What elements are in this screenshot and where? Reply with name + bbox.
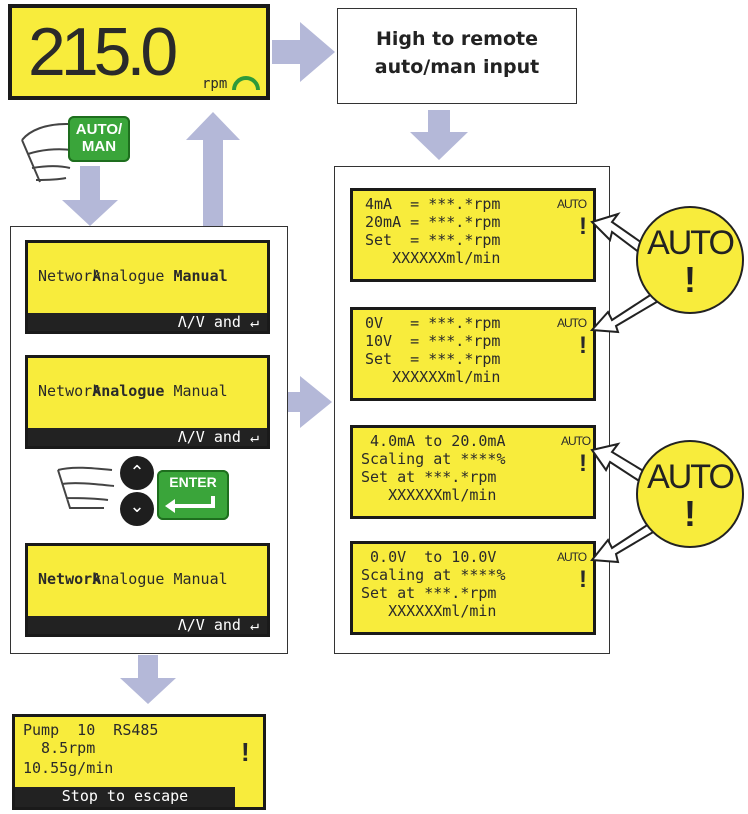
enter-button[interactable]: ENTER: [157, 470, 229, 520]
network-escape-bar: Stop to escape: [15, 787, 235, 807]
callout-bottom-mark: !: [684, 493, 696, 534]
speed-value: 215.0: [28, 14, 178, 90]
arrow-info-down: [410, 110, 468, 160]
network-line-2: 8.5rpm: [23, 739, 96, 757]
ma-scaling-line-1: 4.0mA to 20.0mA: [361, 432, 506, 450]
info-line-1: High to remote: [376, 28, 538, 50]
network-line-3: 10.55g/min: [23, 759, 114, 777]
info-line-2: auto/man input: [374, 56, 540, 78]
ma-line-1: 4mA = ***.*rpm: [365, 195, 501, 213]
ma-alert-mark: !: [579, 213, 587, 240]
ma-scaling-alert-mark: !: [579, 450, 587, 477]
network-alert-mark: !: [241, 737, 250, 767]
menu-3-network[interactable]: Network: [38, 570, 102, 588]
callout-bottom-label: AUTO: [647, 458, 735, 496]
menu-screen-analogue: Analogue Manual Network Λ/V and ↵: [25, 355, 270, 449]
ma-line-4: XXXXXXml/min: [365, 249, 501, 267]
volt-scaling-line-3: Set at ***.*rpm: [361, 584, 497, 602]
ma-line-2: 20mA = ***.*rpm: [365, 213, 501, 231]
auto-man-button[interactable]: AUTO/ MAN: [68, 116, 130, 162]
menu-2-nav-bar: Λ/V and ↵: [28, 428, 267, 446]
menu-1-network: Network: [38, 267, 102, 285]
ma-scaling-auto-tag: AUTO: [561, 434, 591, 448]
menu-3-analogue: Analogue: [92, 570, 165, 588]
auto-screen-volt-scaling: 0.0V to 10.0V Scaling at ****% Set at **…: [350, 541, 596, 635]
volt-line-3: Set = ***.*rpm: [365, 350, 501, 368]
arrow-top-right: [272, 22, 335, 82]
menu-3-manual: Manual: [173, 570, 228, 588]
volt-scaling-auto-tag: AUTO: [557, 550, 587, 564]
auto-man-label-1: AUTO/: [75, 121, 123, 138]
arrow-menu-up: [186, 112, 240, 226]
ma-auto-tag: AUTO: [557, 197, 587, 211]
speed-unit: rpm: [202, 76, 228, 92]
volt-line-4: XXXXXXml/min: [365, 368, 501, 386]
volt-line-2: 10V = ***.*rpm: [365, 332, 501, 350]
chevron-down-icon: ⌄: [129, 496, 145, 517]
arrow-menu-right: [274, 376, 332, 428]
volt-auto-tag: AUTO: [557, 316, 587, 330]
auto-man-label-2: MAN: [81, 138, 117, 155]
network-status-display: Pump 10 RS485 8.5rpm 10.55g/min ! Stop t…: [12, 714, 266, 810]
menu-2-analogue[interactable]: Analogue: [92, 382, 165, 400]
enter-return-icon: [165, 496, 215, 513]
volt-scaling-alert-mark: !: [579, 566, 587, 593]
enter-label: ENTER: [169, 474, 217, 490]
callout-auto-top: AUTO !: [636, 206, 744, 314]
auto-screen-ma-scaling: 4.0mA to 20.0mA Scaling at ****% Set at …: [350, 425, 596, 519]
info-box: High to remote auto/man input: [337, 8, 577, 104]
auto-screen-ma: 4mA = ***.*rpm 20mA = ***.*rpm Set = ***…: [350, 188, 596, 282]
menu-3-nav-bar: Λ/V and ↵: [28, 616, 267, 634]
network-line-1: Pump 10 RS485: [23, 721, 159, 739]
ma-line-3: Set = ***.*rpm: [365, 231, 501, 249]
auto-screen-volt: 0V = ***.*rpm 10V = ***.*rpm Set = ***.*…: [350, 307, 596, 401]
menu-2-network: Network: [38, 382, 102, 400]
menu-1-nav-bar: Λ/V and ↵: [28, 313, 267, 331]
volt-line-1: 0V = ***.*rpm: [365, 314, 501, 332]
menu-2-manual: Manual: [173, 382, 228, 400]
ma-scaling-line-3: Set at ***.*rpm: [361, 468, 497, 486]
volt-alert-mark: !: [579, 332, 587, 359]
menu-1-manual[interactable]: Manual: [173, 267, 228, 285]
ma-scaling-line-4: XXXXXXml/min: [361, 486, 497, 504]
main-speed-display: 215.0 rpm: [8, 4, 270, 100]
volt-scaling-line-4: XXXXXXml/min: [361, 602, 497, 620]
ma-scaling-line-2: Scaling at ****%: [361, 450, 506, 468]
down-button[interactable]: ⌄: [120, 492, 154, 526]
rotation-arc-icon: [232, 76, 260, 91]
arrow-button-down: [62, 166, 118, 226]
volt-scaling-line-1: 0.0V to 10.0V: [361, 548, 497, 566]
menu-screen-manual: Analogue Manual Network Λ/V and ↵: [25, 240, 270, 334]
volt-scaling-line-2: Scaling at ****%: [361, 566, 506, 584]
menu-1-analogue: Analogue: [92, 267, 165, 285]
menu-screen-network: Analogue Manual Network Λ/V and ↵: [25, 543, 270, 637]
callout-auto-bottom: AUTO !: [636, 440, 744, 548]
callout-top-label: AUTO: [647, 224, 735, 262]
callout-top-mark: !: [684, 259, 696, 300]
chevron-up-icon: ⌃: [129, 462, 145, 483]
arrow-bottom-down: [120, 655, 176, 704]
up-button[interactable]: ⌃: [120, 456, 154, 490]
